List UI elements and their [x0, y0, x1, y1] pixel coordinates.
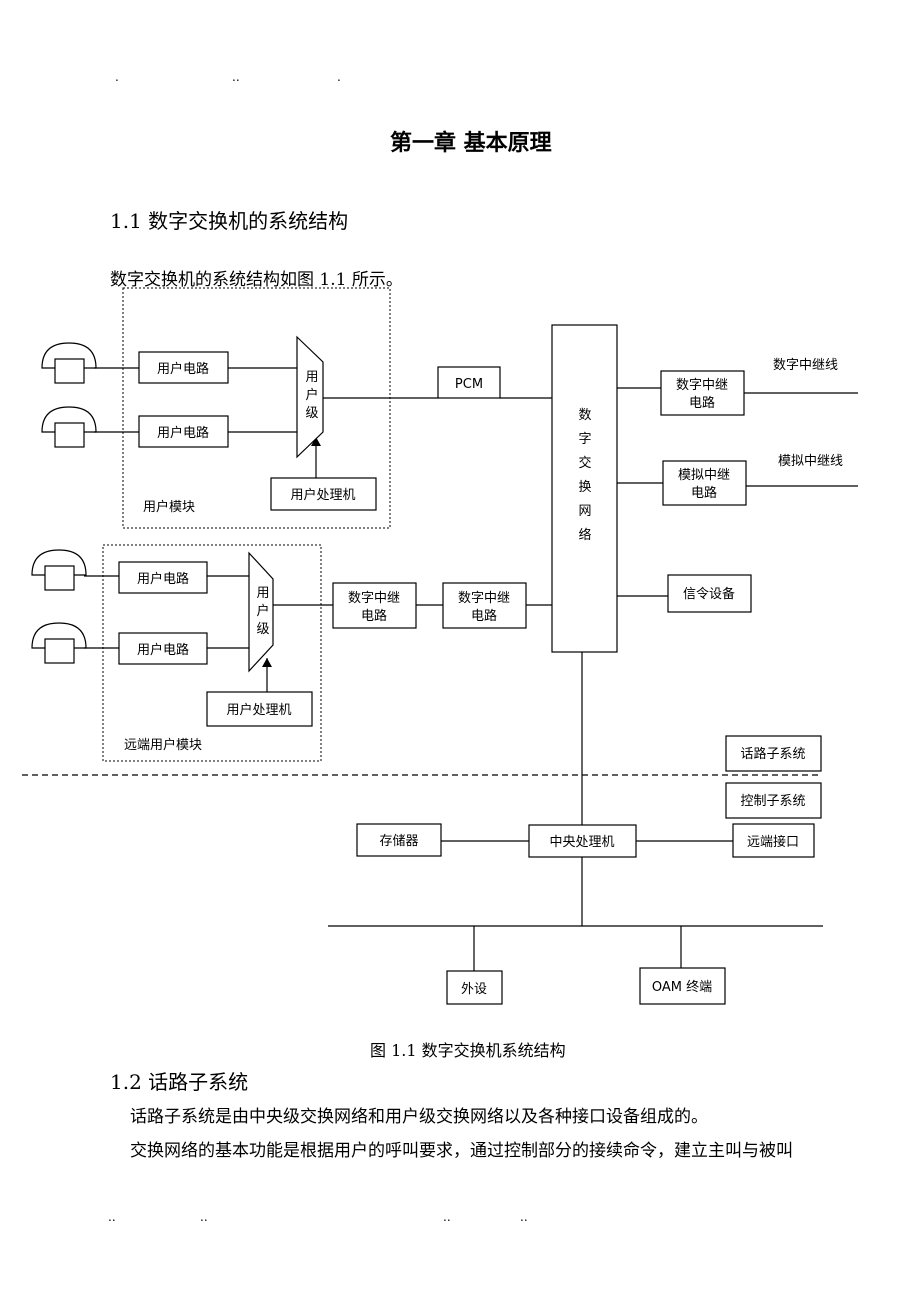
svg-text:中央处理机: 中央处理机	[549, 835, 614, 850]
svg-text:交: 交	[578, 455, 591, 471]
svg-text:级: 级	[305, 406, 318, 421]
svg-text:电路: 电路	[361, 608, 387, 624]
header-dot: ..	[232, 70, 240, 84]
user-circuit-box: 用户电路	[118, 561, 208, 594]
svg-text:话路子系统: 话路子系统	[740, 746, 805, 762]
signaling-equipment-box: 信令设备	[667, 574, 752, 613]
header-dot: .	[337, 70, 341, 84]
svg-text:用户电路: 用户电路	[137, 642, 189, 658]
svg-text:网: 网	[578, 504, 591, 519]
svg-text:数字中继: 数字中继	[458, 591, 510, 606]
digital-trunk-circuit-box: 数字中继 电路	[660, 370, 745, 416]
user-stage-label: 用 户 级	[305, 370, 318, 421]
svg-text:用: 用	[305, 370, 318, 385]
memory-box: 存储器	[356, 823, 442, 857]
peripheral-box: 外设	[446, 970, 503, 1005]
svg-text:OAM 终端: OAM 终端	[652, 979, 712, 995]
user-stage-label: 用 户 级	[256, 586, 269, 637]
svg-text:存储器: 存储器	[379, 834, 418, 849]
svg-text:用户电路: 用户电路	[137, 571, 189, 587]
digital-trunk-circuit-box: 数字中继 电路	[442, 582, 527, 629]
user-module-boundary	[122, 287, 391, 529]
remote-user-module-boundary	[102, 544, 322, 762]
svg-text:电路: 电路	[689, 395, 715, 411]
user-stage-switch	[248, 551, 274, 673]
analog-trunk-line-label: 模拟中继线	[778, 454, 843, 469]
user-processor-box: 用户处理机	[206, 691, 313, 727]
svg-text:用户电路: 用户电路	[157, 425, 209, 441]
svg-text:电路: 电路	[691, 485, 717, 501]
svg-text:换: 换	[578, 480, 591, 495]
digital-trunk-circuit-box: 数字中继 电路	[332, 582, 417, 629]
user-stage-switch	[296, 335, 324, 459]
user-circuit-box: 用户电路	[138, 415, 229, 448]
svg-text:户: 户	[305, 387, 318, 403]
svg-text:电路: 电路	[471, 608, 497, 624]
svg-text:数字中继: 数字中继	[676, 378, 728, 393]
control-subsystem-box: 控制子系统	[725, 782, 822, 819]
telephone-icon	[31, 622, 87, 664]
analog-trunk-circuit-box: 模拟中继 电路	[662, 460, 747, 506]
oam-terminal-box: OAM 终端	[639, 967, 726, 1005]
svg-text:络: 络	[578, 527, 591, 543]
svg-text:用户处理机: 用户处理机	[290, 487, 355, 503]
svg-text:信令设备: 信令设备	[683, 586, 735, 602]
telephone-icon	[41, 342, 97, 384]
user-circuit-box: 用户电路	[138, 351, 229, 384]
pcm-box: PCM	[437, 366, 501, 399]
paragraph: 话路子系统是由中央级交换网络和用户级交换网络以及各种接口设备组成的。	[130, 1107, 708, 1127]
svg-text:户: 户	[256, 603, 269, 619]
user-circuit-box: 用户电路	[118, 632, 208, 665]
svg-text:数: 数	[578, 408, 591, 423]
header-dot: .	[115, 70, 119, 84]
svg-text:PCM: PCM	[455, 377, 483, 392]
svg-text:字: 字	[578, 432, 591, 447]
user-processor-box: 用户处理机	[270, 477, 377, 511]
footer-dot: ..	[520, 1210, 528, 1224]
svg-text:外设: 外设	[461, 982, 487, 997]
user-module-label: 用户模块	[143, 499, 195, 515]
svg-text:数字中继: 数字中继	[348, 591, 400, 606]
paragraph: 交换网络的基本功能是根据用户的呼叫要求，通过控制部分的接续命令，建立主叫与被叫	[130, 1141, 793, 1161]
svg-text:模拟中继: 模拟中继	[678, 468, 730, 483]
footer-dot: ..	[200, 1210, 208, 1224]
speech-subsystem-box: 话路子系统	[725, 735, 822, 772]
intro-paragraph: 数字交换机的系统结构如图 1.1 所示。	[110, 270, 403, 290]
svg-text:级: 级	[256, 622, 269, 637]
section-heading: 1.2 话路子系统	[110, 1070, 249, 1094]
svg-text:控制子系统: 控制子系统	[740, 794, 805, 809]
svg-text:用: 用	[256, 586, 269, 601]
digital-trunk-line-label: 数字中继线	[773, 358, 838, 373]
remote-interface-box: 远端接口	[732, 823, 815, 858]
footer-dot: ..	[108, 1210, 116, 1224]
telephone-icon	[31, 549, 87, 591]
svg-text:用户电路: 用户电路	[157, 361, 209, 377]
figure-caption: 图 1.1 数字交换机系统结构	[370, 1041, 566, 1060]
footer-dot: ..	[443, 1210, 451, 1224]
svg-text:用户处理机: 用户处理机	[226, 702, 291, 718]
chapter-title: 第一章 基本原理	[390, 131, 552, 156]
central-processor-box: 中央处理机	[528, 824, 637, 858]
telephone-icon	[41, 406, 97, 448]
digital-switching-network-box: 数 字 交 换 网 络	[551, 324, 618, 653]
section-heading: 1.1 数字交换机的系统结构	[110, 209, 349, 233]
svg-text:远端接口: 远端接口	[747, 834, 799, 850]
remote-user-module-label: 远端用户模块	[124, 737, 202, 753]
